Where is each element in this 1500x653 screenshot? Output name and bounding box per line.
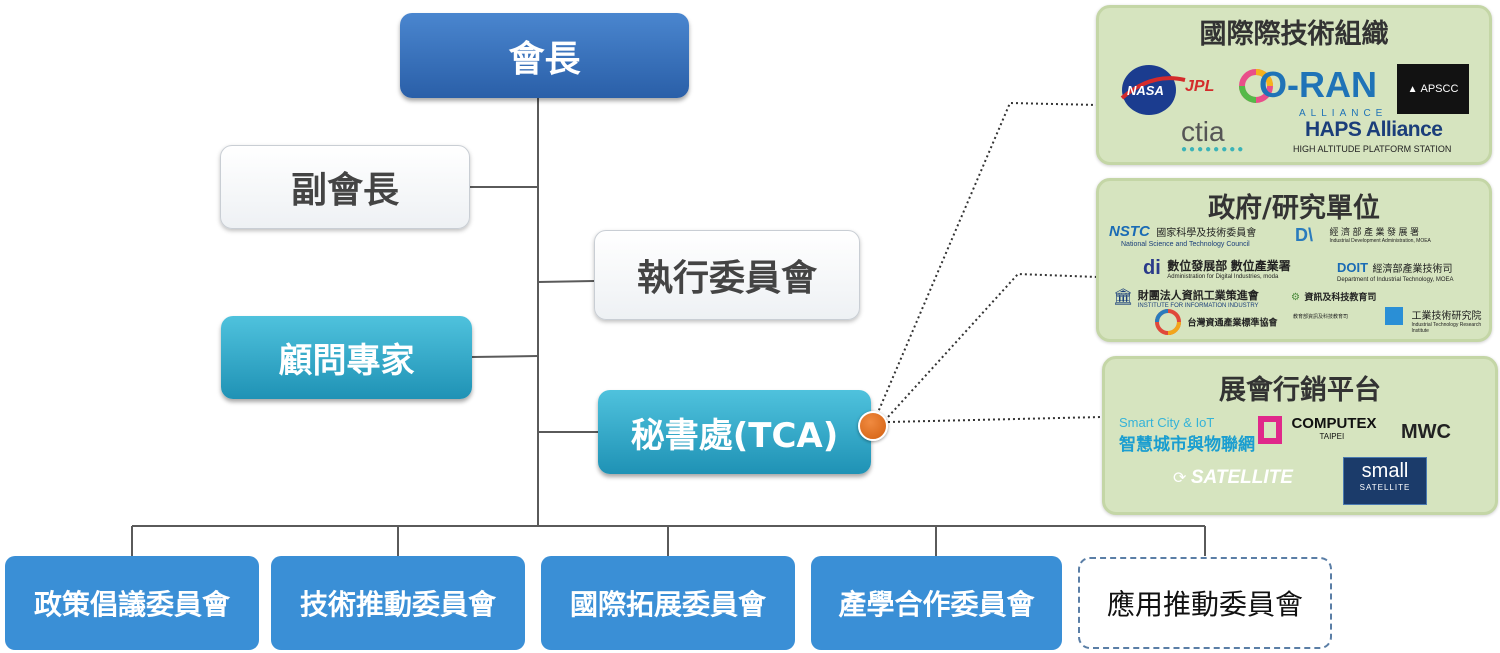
moda-logo: di 數位發展部 數位產業署 Administration for Digita… xyxy=(1143,257,1291,280)
government-panel-title: 政府/研究單位 xyxy=(1208,193,1380,224)
computex-label: COMPUTEX xyxy=(1291,415,1377,432)
dotted-link-exhibition xyxy=(887,416,1103,423)
president-box: 會長 xyxy=(400,13,689,98)
international-expansion-committee-box: 國際拓展委員會 xyxy=(541,556,795,650)
nasa-logo: NASA xyxy=(1117,62,1187,118)
moda-label: 數位發展部 數位產業署 xyxy=(1167,259,1291,273)
nstc-label: NSTC xyxy=(1109,223,1150,240)
satellite-logo: ⟳ SATELLITE xyxy=(1173,467,1293,489)
itri-label: 工業技術研究院 xyxy=(1411,311,1482,322)
apscc-logo: ▲ APSCC xyxy=(1397,64,1469,114)
twtsa-logo: 台灣資通產業標準協會 xyxy=(1153,307,1277,337)
computex-logo: COMPUTEX TAIPEI xyxy=(1257,415,1376,445)
doit-name-label: 經濟部產業技術司 xyxy=(1372,264,1453,275)
industry-academia-committee-box: 產學合作委員會 xyxy=(811,556,1062,650)
twtsa-emblem-icon xyxy=(1155,309,1181,335)
doit-logo: DOIT 經濟部產業技術司 Department of Industrial T… xyxy=(1337,259,1454,283)
policy-committee-box: 政策倡議委員會 xyxy=(5,556,259,650)
ida-logo: D\ 經 濟 部 產 業 發 展 署 Industrial Developmen… xyxy=(1295,225,1431,246)
ctia-dots-icon: ●●●●●●●● xyxy=(1181,144,1246,155)
nstc-en-label: National Science and Technology Council xyxy=(1121,241,1250,248)
itri-mark-icon xyxy=(1385,307,1403,325)
haps-sub-label: HIGH ALTITUDE PLATFORM STATION xyxy=(1293,144,1452,154)
ida-label: 經 濟 部 產 業 發 展 署 xyxy=(1329,227,1419,237)
smartcity-label: Smart City & IoT xyxy=(1119,415,1215,430)
twtsa-label: 台灣資通產業標準協會 xyxy=(1187,317,1278,328)
ida-mark-icon: D\ xyxy=(1295,225,1313,245)
vice-president-box: 副會長 xyxy=(220,145,470,229)
iii-building-icon: 🏛 xyxy=(1113,289,1134,306)
moe-seal-icon: ⚙ xyxy=(1291,292,1300,303)
advisor-connector xyxy=(471,355,539,358)
itri-en-label: Industrial Technology Research Institute xyxy=(1411,322,1482,334)
nstc-name-label: 國家科學及技術委員會 xyxy=(1156,228,1257,239)
secretariat-link-dot xyxy=(858,411,888,441)
iii-label: 財團法人資訊工業策進會 xyxy=(1137,290,1259,302)
itri-logo: 工業技術研究院 Industrial Technology Research I… xyxy=(1385,307,1481,334)
moda-en-label: Administration for Digital Industries, m… xyxy=(1167,274,1279,280)
computex-mark-icon xyxy=(1258,416,1282,444)
dotted-link-international xyxy=(872,101,1099,425)
oran-sub-label: ALLIANCE xyxy=(1299,108,1388,119)
ida-en-label: Industrial Development Administration, M… xyxy=(1329,238,1431,244)
haps-logo: HAPS Alliance HIGH ALTITUDE PLATFORM STA… xyxy=(1293,118,1451,154)
nstc-logo: NSTC 國家科學及技術委員會 National Science and Tec… xyxy=(1109,223,1256,248)
exhibition-panel-title: 展會行銷平台 xyxy=(1219,375,1381,406)
smartcity-zh-label: 智慧城市與物聯網 xyxy=(1119,435,1255,454)
satellite-label: SATELLITE xyxy=(1190,467,1293,488)
jpl-label: JPL xyxy=(1185,78,1215,95)
computex-sub-label: TAIPEI xyxy=(1319,432,1345,441)
international-panel-title: 國際際技術組織 xyxy=(1199,19,1389,50)
exec-connector xyxy=(537,280,595,283)
international-orgs-panel: 國際際技術組織 NASA JPL O-RAN ALLIANCE ▲ APSCC … xyxy=(1096,5,1492,165)
tech-promotion-committee-box: 技術推動委員會 xyxy=(271,556,525,650)
advisors-box: 顧問專家 xyxy=(221,316,472,399)
executive-committee-box: 執行委員會 xyxy=(594,230,860,320)
moe-sub-label: 教育部資訊及科技教育司 xyxy=(1293,314,1349,320)
smartcity-logo: Smart City & IoT 智慧城市與物聯網 xyxy=(1119,415,1255,455)
apscc-label: APSCC xyxy=(1420,83,1459,95)
doit-en-label: Department of Industrial Technology, MOE… xyxy=(1337,277,1454,283)
haps-label: HAPS Alliance xyxy=(1305,118,1443,141)
small-satellite-logo: small SATELLITE xyxy=(1343,457,1427,505)
ctia-label: ctia xyxy=(1181,116,1225,147)
moe-logo: ⚙ 資訊及科技教育司 教育部資訊及科技教育司 xyxy=(1291,287,1376,320)
exhibition-marketing-panel: 展會行銷平台 Smart City & IoT 智慧城市與物聯網 COMPUTE… xyxy=(1102,356,1498,515)
satellite-orbit-icon: ⟳ xyxy=(1173,470,1187,487)
secretariat-box: 秘書處(TCA) xyxy=(598,390,871,474)
small-label: small xyxy=(1361,460,1409,482)
apscc-mark-icon: ▲ xyxy=(1407,83,1418,95)
government-research-panel: 政府/研究單位 NSTC 國家科學及技術委員會 National Science… xyxy=(1096,178,1492,342)
ctia-logo: ctia ●●●●●●●● xyxy=(1181,116,1245,155)
nasa-emblem-icon xyxy=(1120,65,1186,115)
application-promotion-committee-box: 應用推動委員會 xyxy=(1078,557,1332,649)
mwc-label: MWC xyxy=(1401,421,1451,443)
moe-label: 資訊及科技教育司 xyxy=(1304,292,1377,302)
moda-mark-icon: di xyxy=(1143,257,1161,279)
small-sub-label: SATELLITE xyxy=(1359,483,1411,492)
iii-logo: 🏛 財團法人資訊工業策進會 INSTITUTE FOR INFORMATION … xyxy=(1113,287,1259,309)
nasa-label: NASA xyxy=(1127,83,1164,98)
oran-ring-icon xyxy=(1239,69,1273,103)
iii-en-label: INSTITUTE FOR INFORMATION INDUSTRY xyxy=(1137,303,1259,309)
doit-label: DOIT xyxy=(1337,260,1369,275)
dotted-link-government xyxy=(877,272,1099,429)
oran-label: O-RAN xyxy=(1259,64,1377,105)
